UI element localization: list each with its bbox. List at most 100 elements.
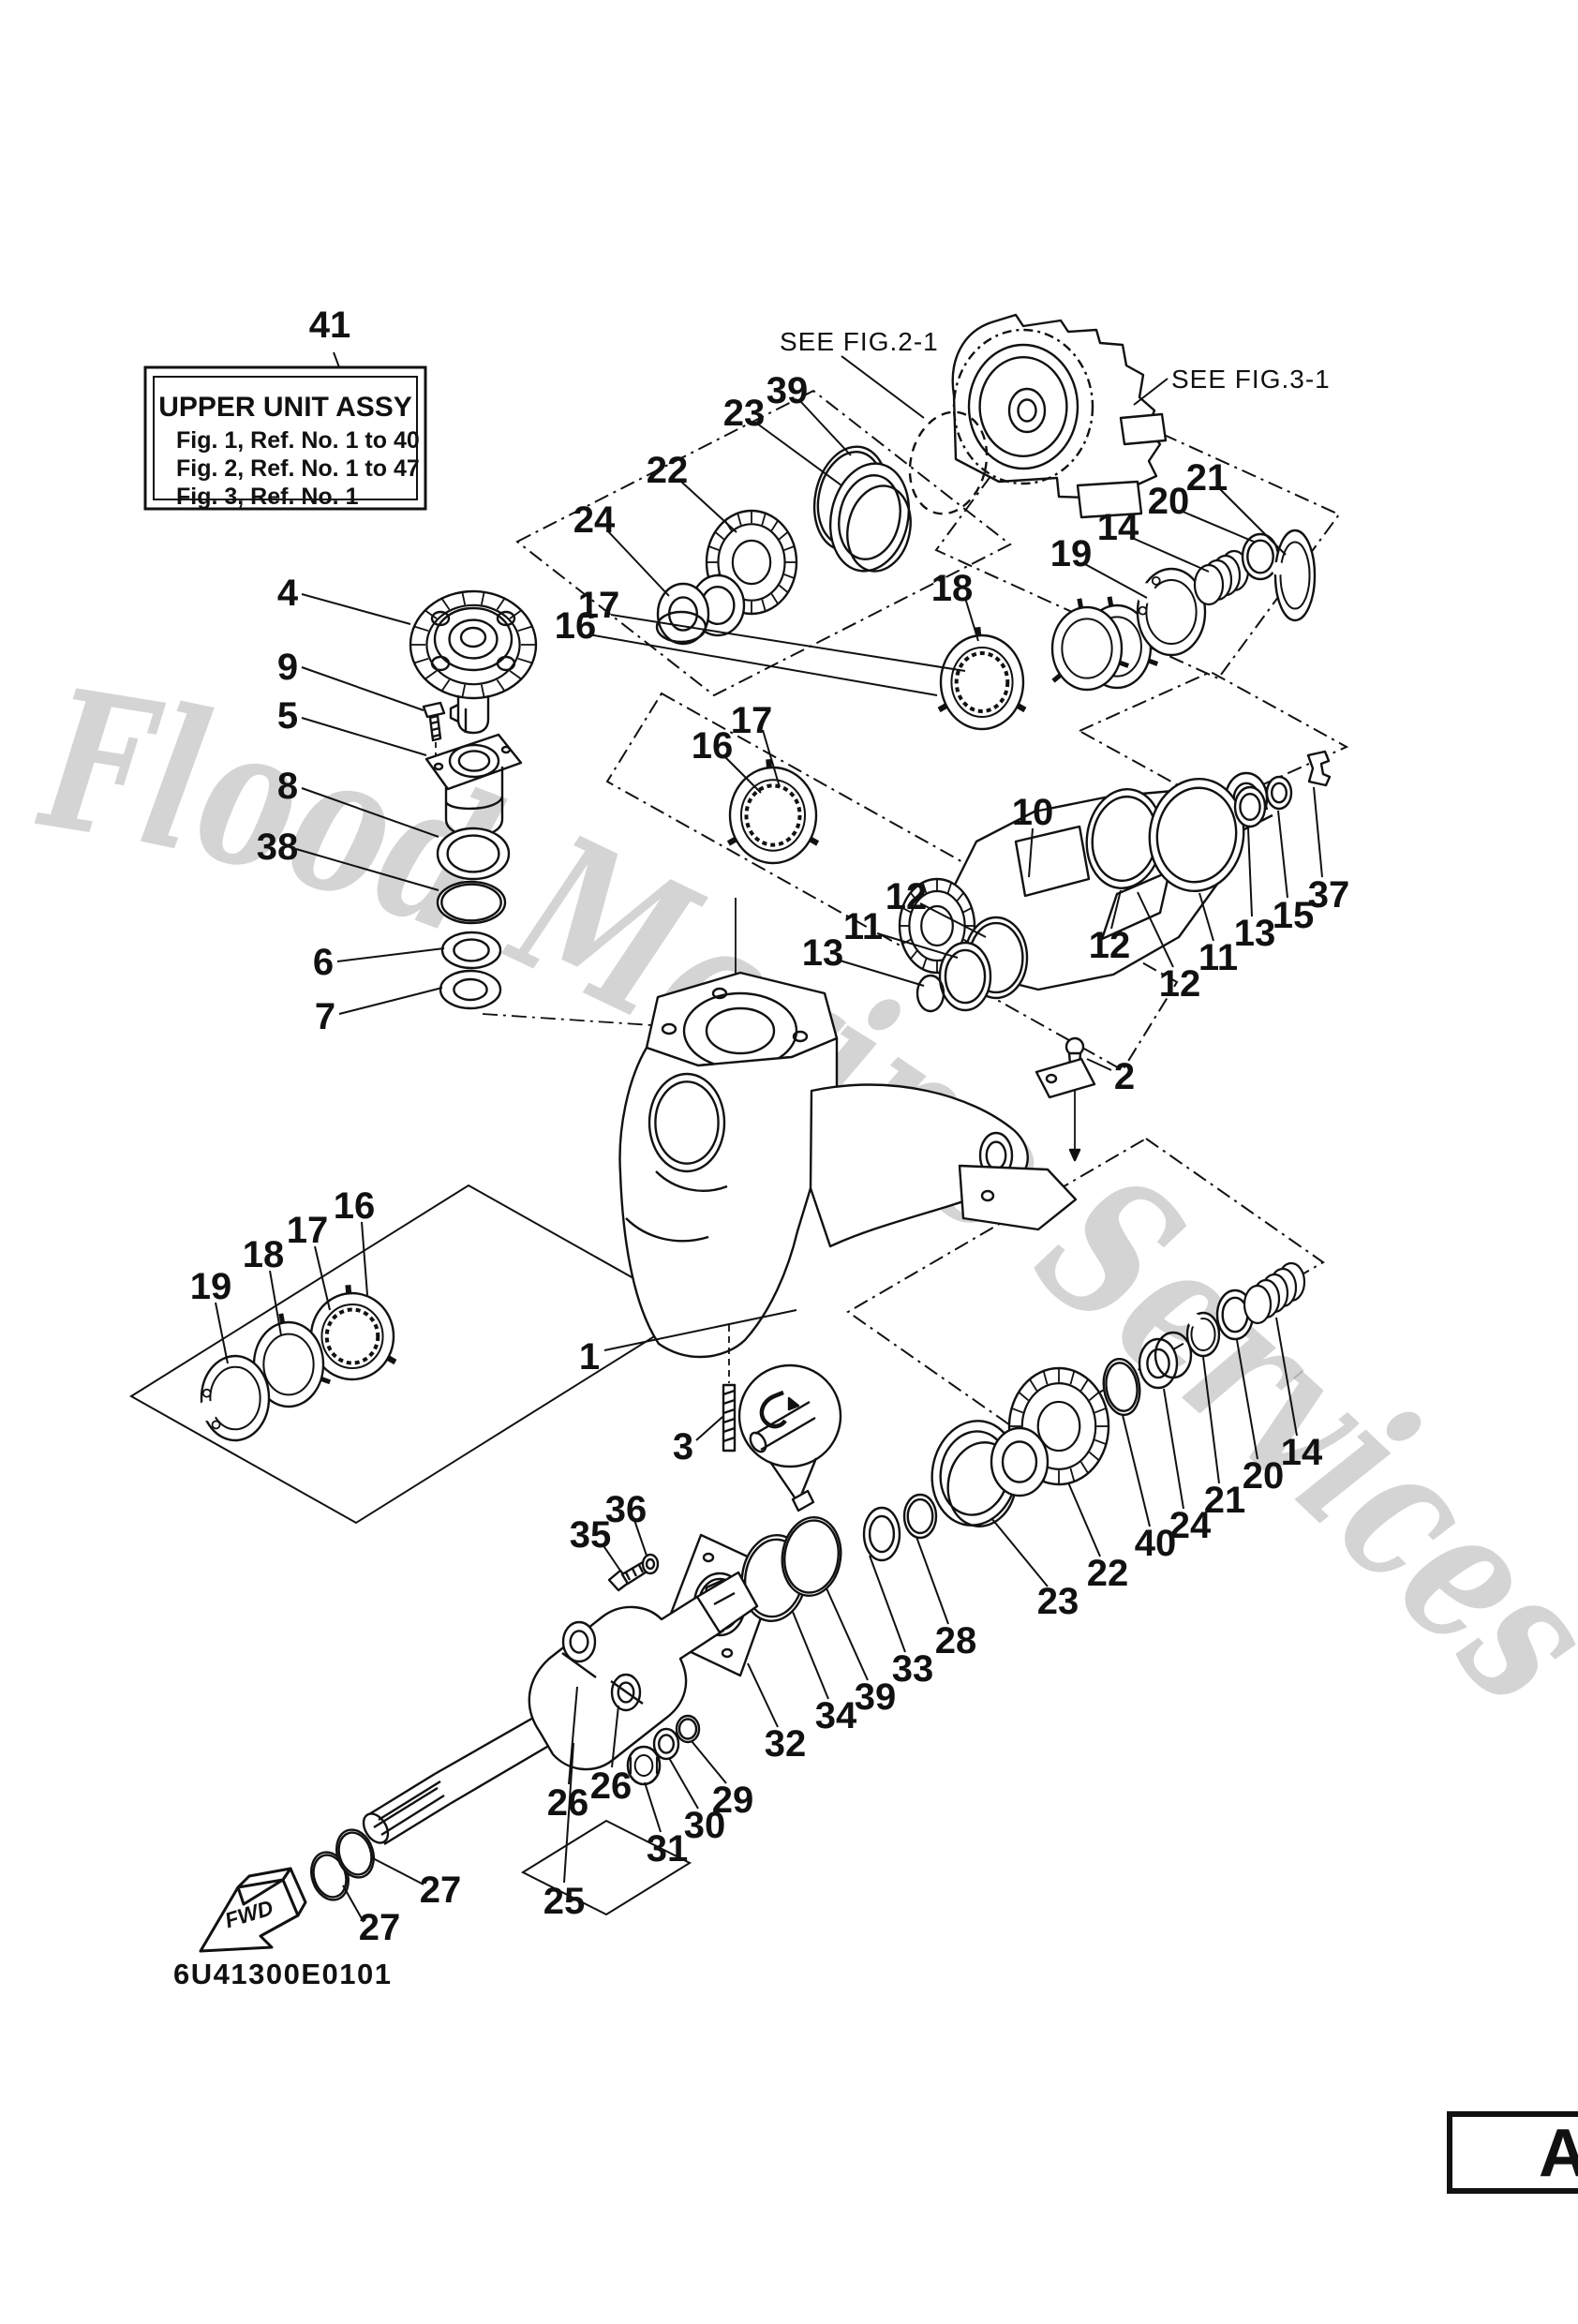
part-path — [769, 1457, 818, 1498]
gearcase-nose — [809, 1083, 1029, 1248]
ref-callout-39-41: 39 — [826, 1587, 896, 1718]
part-ring — [1265, 775, 1293, 811]
ref-label-23: 23 — [1037, 1581, 1079, 1622]
ref-label-24: 24 — [1169, 1505, 1212, 1546]
ref-callout-25-56: 25 — [543, 1742, 585, 1922]
ref-label-16: 16 — [334, 1185, 376, 1227]
part-ring-inner — [705, 1006, 776, 1055]
part-ring — [1148, 777, 1245, 893]
leader-line — [695, 1416, 723, 1441]
part-ellipse — [430, 655, 451, 672]
part-path — [281, 1867, 307, 1917]
ref-label-16: 16 — [692, 725, 734, 767]
leader-line — [1198, 892, 1214, 942]
oring-27b — [335, 1828, 375, 1879]
leader-line — [295, 848, 439, 891]
see-fig-text-1: SEE FIG.2-1 — [780, 327, 939, 356]
part-ring-inner — [654, 1080, 720, 1165]
ref-label-10: 10 — [1012, 792, 1054, 833]
leader-line — [269, 1270, 282, 1336]
ref-callout-21-11: 21 — [1186, 457, 1287, 556]
leader-line — [1247, 827, 1253, 917]
tab-washer — [252, 1313, 332, 1408]
ref-label-19: 19 — [190, 1266, 232, 1307]
part-path — [787, 1396, 800, 1411]
part-path — [754, 1400, 816, 1452]
ref-label-12: 12 — [886, 876, 928, 917]
ref-label-35: 35 — [570, 1514, 612, 1556]
ref-label-22: 22 — [647, 450, 689, 491]
ref-callout-11-22: 11 — [843, 906, 959, 959]
ref-label-38: 38 — [257, 827, 299, 868]
part-ellipse — [721, 1647, 734, 1659]
ref-callout-17-18: 17 — [731, 700, 781, 788]
part-path — [759, 1390, 787, 1429]
part-ring-inner — [1017, 398, 1037, 423]
part-ring-inner — [617, 1681, 635, 1704]
ref-callout-39-10: 39 — [767, 370, 852, 456]
ref-label-7: 7 — [315, 996, 335, 1037]
part-path — [791, 1489, 815, 1512]
part-ring — [648, 1072, 726, 1173]
screw-9 — [422, 701, 446, 719]
ref-label-16: 16 — [555, 605, 597, 647]
corner-tab-letter: A — [1539, 2116, 1578, 2191]
leader-line — [1110, 889, 1122, 930]
ref-label-14: 14 — [1097, 507, 1139, 548]
spline-nut-17 — [937, 626, 1027, 731]
ref-label-31: 31 — [647, 1828, 689, 1870]
ref-callout-15-28: 15 — [1273, 810, 1314, 936]
washer-20-inner — [1246, 539, 1274, 574]
ref-callout-29-55: 29 — [691, 1740, 753, 1821]
part-ring-inner — [448, 618, 499, 660]
drive-gear-22b — [1007, 1366, 1110, 1486]
leader-line — [1028, 827, 1034, 878]
ref-callout-12-25: 12 — [1137, 891, 1200, 1005]
ref-callout-24-47: 24 — [1163, 1388, 1212, 1546]
leader-line — [1129, 536, 1210, 573]
leader-line — [611, 1705, 619, 1768]
ref-label-37: 37 — [1308, 874, 1350, 916]
ref-callout-16-17: 16 — [555, 605, 938, 696]
ref-callout-17-35: 17 — [287, 1210, 331, 1311]
ref-callout-13-27: 13 — [1234, 827, 1276, 954]
leader-line — [563, 1742, 574, 1884]
ref-label-13: 13 — [802, 932, 844, 974]
ref-callout-19-14: 19 — [1050, 533, 1148, 599]
part-ellipse — [661, 1022, 677, 1035]
seal-33-inner — [868, 1514, 896, 1554]
part-ring — [990, 1426, 1050, 1497]
leader-line — [1082, 562, 1148, 599]
ring-28 — [902, 1493, 938, 1540]
part-ellipse — [749, 1431, 767, 1453]
leader-line — [568, 1686, 578, 1785]
part-ring-inner — [978, 356, 1068, 458]
ref-callout-19-33: 19 — [190, 1266, 232, 1364]
part-path — [624, 1564, 645, 1581]
ref-callout-4-0: 4 — [277, 573, 411, 625]
part-ellipse — [496, 655, 516, 672]
ref-callout-16-19: 16 — [692, 725, 762, 794]
frame-middle-axis-group — [605, 692, 1179, 1072]
spline-nut-16 — [726, 758, 820, 865]
part-ellipse — [711, 987, 728, 1000]
ref-callout-16-36: 16 — [334, 1185, 376, 1296]
leader-line — [602, 1543, 621, 1572]
ref-callout-23-44: 23 — [990, 1517, 1079, 1622]
leader-line — [1122, 1414, 1151, 1527]
ref-label-18: 18 — [243, 1234, 285, 1275]
ref-callout-18-34: 18 — [243, 1234, 285, 1336]
oring-39b — [781, 1515, 842, 1598]
ref-callout-17-16: 17 — [578, 585, 966, 672]
part-path — [1076, 480, 1143, 519]
ref-label-13: 13 — [1234, 913, 1276, 954]
bearing-6 — [440, 931, 502, 970]
ref-label-26: 26 — [590, 1765, 633, 1807]
part-ring-inner — [457, 750, 491, 772]
title-box-line-3: Fig. 3, Ref. No. 1 — [176, 484, 359, 510]
leader-line — [668, 1757, 699, 1810]
ring-11-inner — [944, 948, 987, 1005]
ref-label-17: 17 — [578, 585, 620, 626]
